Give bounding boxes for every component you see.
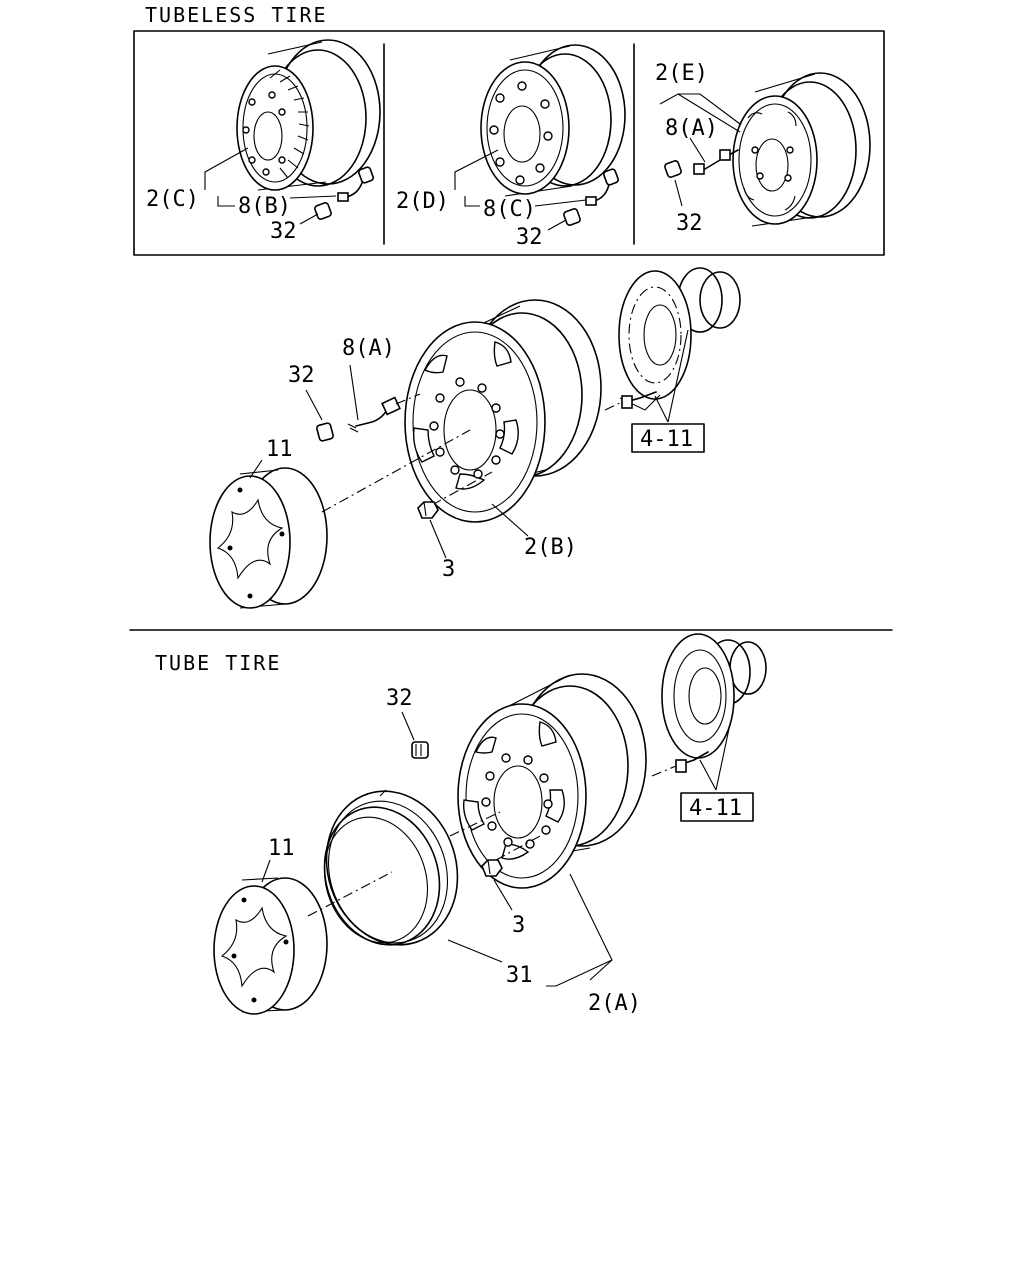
label-wheel-2c: 2(C) [146,187,199,212]
label-valve-8a: 8(A) [342,336,395,361]
label-wheel-2d: 2(D) [396,189,449,214]
nut-3-upper-leader [429,519,447,559]
cover-11-lower-leader [261,859,271,883]
label-cap-32-main: 32 [288,363,315,388]
wheel-2a-leader-tail [589,959,613,981]
label-cap-32-inset3: 32 [676,211,703,236]
wheel-2c-illustration[interactable] [236,39,381,191]
label-wheel-2b: 2(B) [524,535,577,560]
bolt-axis-lower [651,765,677,777]
wheel-nut-3-lower[interactable] [481,859,503,877]
center-axis-lower-a [449,811,501,837]
valve-cap-32-inset3[interactable] [664,160,682,178]
hub-bolt-upper[interactable] [621,391,657,409]
hub-assembly-lower[interactable] [661,633,767,759]
valve-8b-illustration[interactable] [337,166,374,202]
wheel-cover-11-lower[interactable] [213,877,328,1015]
hub-ref-box-upper[interactable] [631,423,705,453]
valve-cap-32-inset2[interactable] [563,208,581,226]
hub-ref-box-lower[interactable] [680,792,754,822]
valve-8a-leader [349,364,359,421]
wheel-2b-illustration[interactable] [404,299,602,523]
nut-3-lower-leader [493,879,513,911]
nut-axis-lower [495,835,541,861]
bolt-axis-upper [604,401,623,411]
wheel-2a-leader [546,873,613,987]
center-axis-upper [321,429,471,513]
hub-ref-leader-lower [699,723,731,791]
flap-ring-31[interactable] [307,774,477,962]
label-wheel-2a: 2(A) [588,991,641,1016]
cover-11-upper-leader [249,459,263,479]
valve-8c-illustration-inset2[interactable] [585,168,619,206]
label-valve-8a-inset3: 8(A) [665,116,718,141]
hub-ref-leader-upper [654,329,689,423]
tube-tire-title: TUBE TIRE [155,651,281,675]
wheel-nut-3-upper[interactable] [417,501,439,519]
label-hub-4-11-upper: 4-11 [640,427,693,452]
wheel-2a-illustration[interactable] [457,673,647,889]
center-axis-lower-b [307,871,393,917]
valve-cap-32-main[interactable] [316,422,334,442]
wheel-cover-11-upper[interactable] [209,467,328,609]
label-valve-8b: 8(B) [238,194,291,219]
tubeless-tire-title: TUBELESS TIRE [145,3,328,27]
valve-cap-32-inset1[interactable] [314,202,332,220]
nut-axis-upper [431,471,493,506]
label-nut-3-lower: 3 [512,913,525,938]
label-cap-32-tube: 32 [386,686,413,711]
label-cover-11-lower: 11 [268,836,295,861]
label-flap-ring-31: 31 [506,963,533,988]
cap-32-tube-leader [401,711,415,741]
label-cap-32-inset1: 32 [270,219,297,244]
wheel-2d-illustration[interactable] [480,44,626,197]
valve-8a-illustration-inset3[interactable] [693,149,739,175]
inset1-leaders [204,147,337,225]
label-cover-11-upper: 11 [266,437,293,462]
valve-cap-32-tube[interactable] [411,741,429,759]
label-nut-3-upper: 3 [442,557,455,582]
label-valve-8c-inset2: 8(C) [483,197,536,222]
inset2-leaders [454,149,587,231]
label-hub-4-11-lower: 4-11 [689,796,742,821]
label-cap-32-inset2: 32 [516,225,543,250]
tubeless-variants-frame [133,30,885,256]
hub-assembly-upper[interactable] [618,267,741,411]
label-wheel-2e: 2(E) [655,61,708,86]
flap-ring-31-leader [447,939,503,963]
cap-32-main-leader [305,389,323,421]
valve-8a-illustration[interactable] [347,393,421,433]
inset3-leaders [659,93,741,207]
wheel-2e-illustration[interactable] [732,72,871,227]
wheel-2b-leader [491,503,529,537]
